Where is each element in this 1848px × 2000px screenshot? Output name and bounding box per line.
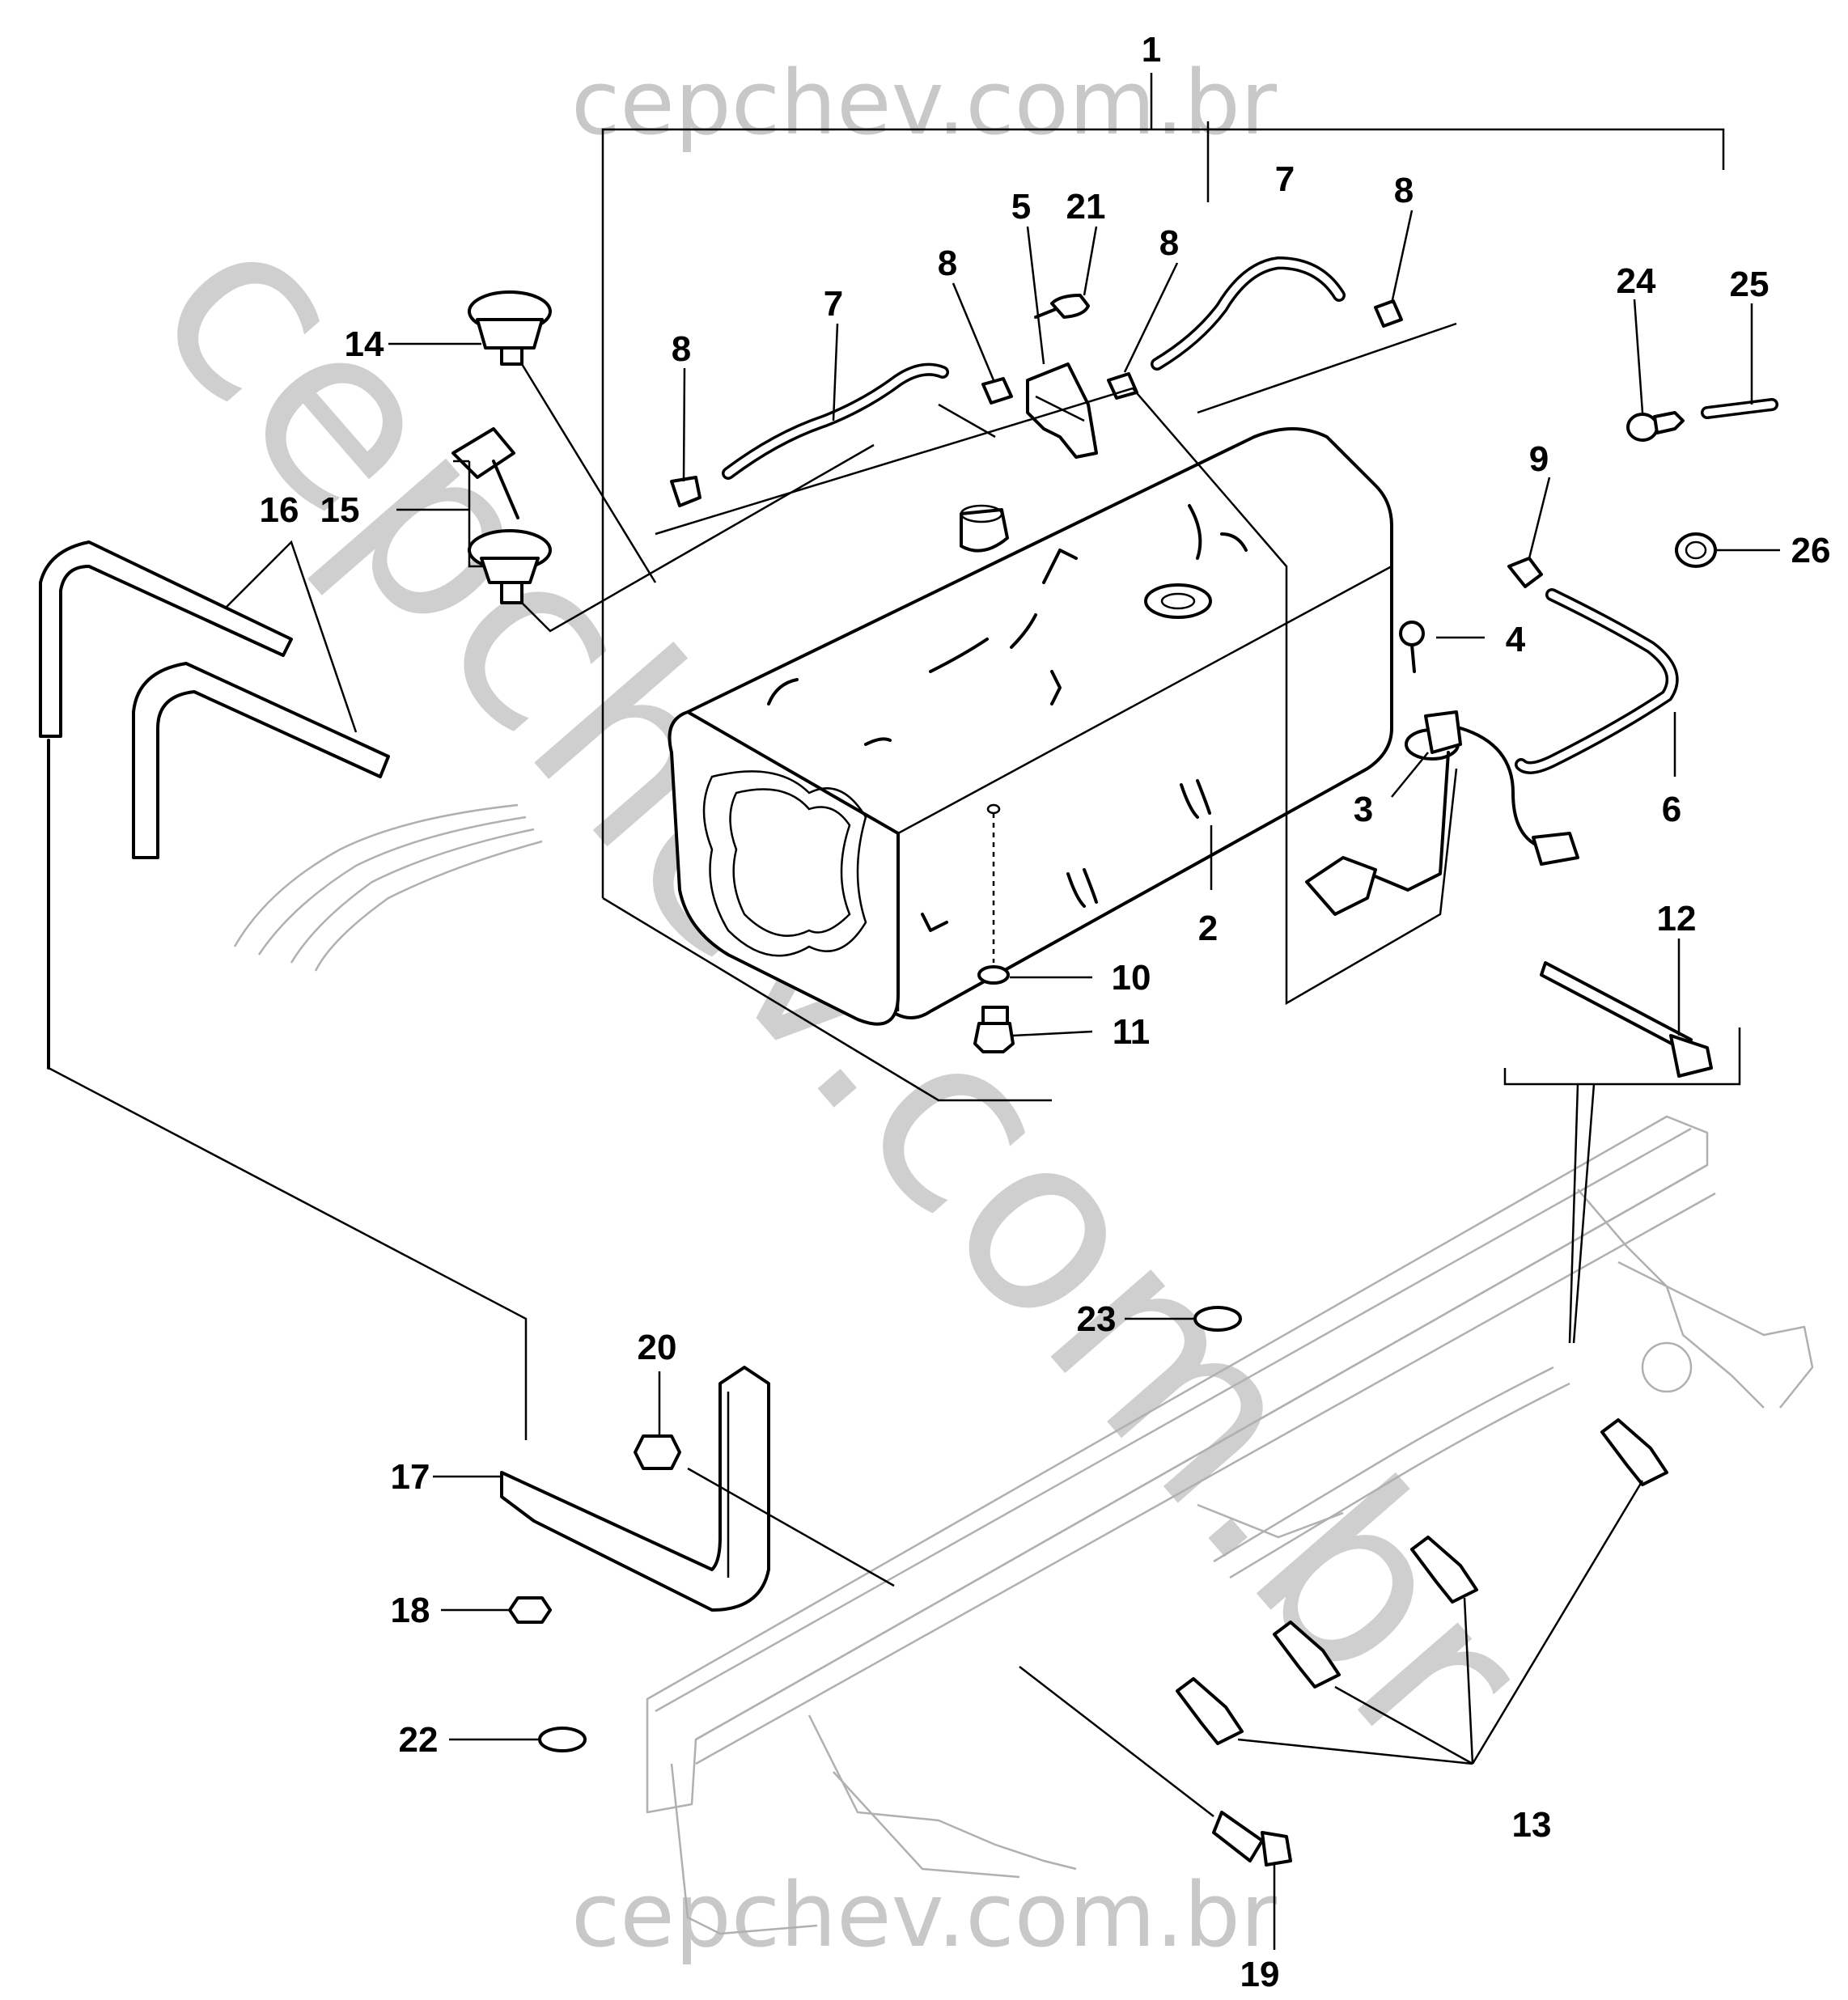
callout-2: 2 xyxy=(1198,909,1218,948)
fuel-tank-icon xyxy=(668,427,1393,1026)
leader-14-tank xyxy=(520,363,657,583)
nut-icon xyxy=(634,1434,681,1470)
hose-clamp-icon xyxy=(670,299,1403,507)
callout-6: 6 xyxy=(1662,790,1681,829)
leader-16 xyxy=(226,540,358,733)
watermark-top: cepchev.com.br xyxy=(571,51,1278,155)
leader-15-tank xyxy=(521,443,875,633)
leader-8-b xyxy=(952,282,995,381)
fuel-cap-icon xyxy=(468,290,552,366)
washer-icon xyxy=(1193,1306,1242,1332)
callout-26: 26 xyxy=(1791,531,1831,570)
leader-strap-bracket xyxy=(48,1066,528,1440)
callout-23: 23 xyxy=(1077,1299,1117,1339)
callout-8-a: 8 xyxy=(672,329,691,369)
bolt-icon xyxy=(1212,1811,1292,1867)
callout-9: 9 xyxy=(1529,439,1549,479)
fuel-hose xyxy=(1515,588,1679,774)
clip-icon xyxy=(1176,1418,1668,1745)
fitting-icon xyxy=(1626,411,1685,442)
callout-3: 3 xyxy=(1354,790,1373,829)
callout-17: 17 xyxy=(391,1457,430,1497)
fuel-sender-icon xyxy=(1305,710,1579,916)
vent-hose-left xyxy=(722,362,949,480)
leader-21 xyxy=(1083,226,1098,296)
callout-19: 19 xyxy=(1240,1955,1280,1994)
leader-11 xyxy=(1012,1030,1093,1037)
tank-support-bracket xyxy=(500,1366,770,1612)
washer-icon xyxy=(538,1727,587,1752)
callout-12: 12 xyxy=(1657,899,1697,939)
leader-8-d xyxy=(1390,210,1414,304)
callout-22: 22 xyxy=(399,1720,439,1760)
washer-icon xyxy=(977,965,1010,985)
callout-16: 16 xyxy=(260,490,299,530)
cable-tie-leaders xyxy=(1568,1083,1596,1344)
callout-14: 14 xyxy=(345,324,384,364)
locking-cap-icon xyxy=(468,529,552,604)
callout-8-d: 8 xyxy=(1394,171,1414,210)
assembly-bracket xyxy=(601,73,1725,1102)
leader-8-c xyxy=(1123,262,1179,373)
callout-11: 11 xyxy=(1113,1012,1151,1052)
nut-icon xyxy=(508,1596,552,1624)
leader-7-left xyxy=(832,323,839,422)
leader-8-a xyxy=(682,367,686,482)
hose-clip-icon xyxy=(1507,557,1543,588)
assembly-guide-lines-2 xyxy=(938,322,1457,439)
callout-18: 18 xyxy=(391,1591,430,1630)
callout-8-b: 8 xyxy=(938,244,957,283)
callout-labels: 1 2 3 4 5 6 7 7 8 8 8 8 9 10 11 12 13 14… xyxy=(260,30,1831,1994)
callout-4: 4 xyxy=(1506,620,1526,659)
watermark-bottom: cepchev.com.br xyxy=(571,1863,1278,1967)
callout-20: 20 xyxy=(638,1328,677,1367)
leader-24 xyxy=(1633,299,1644,413)
cable-tie-bracket xyxy=(1503,1028,1741,1086)
leader-20-frame xyxy=(687,1467,895,1587)
assembly-guide-lines xyxy=(655,387,1458,1006)
callout-8-c: 8 xyxy=(1159,223,1179,263)
fuel-tank-strap xyxy=(39,540,390,1070)
callout-7-left: 7 xyxy=(824,284,843,324)
callout-15: 15 xyxy=(320,490,360,530)
leader-15 xyxy=(396,460,485,568)
callout-25: 25 xyxy=(1730,265,1770,304)
callout-1: 1 xyxy=(1142,30,1161,70)
callout-21: 21 xyxy=(1066,187,1106,227)
vent-hose-right xyxy=(1151,256,1346,371)
cable-tie-icon xyxy=(1540,961,1713,1078)
callout-24: 24 xyxy=(1617,261,1656,301)
clip-leaders xyxy=(1237,1480,1644,1765)
leader-9 xyxy=(1528,477,1551,559)
screw-icon xyxy=(1399,621,1425,673)
callout-13: 13 xyxy=(1512,1805,1552,1845)
fuel-line-ghost xyxy=(233,803,543,972)
leader-19-frame xyxy=(1019,1666,1214,1817)
leader-5 xyxy=(1026,226,1045,365)
leader-3 xyxy=(1391,752,1429,798)
vent-hose-short xyxy=(1701,398,1778,419)
callout-5: 5 xyxy=(1011,187,1031,227)
grommet-icon xyxy=(1675,532,1717,568)
callout-7-right: 7 xyxy=(1275,159,1295,199)
drain-plug-icon xyxy=(973,1006,1015,1053)
screw-icon xyxy=(1034,294,1090,319)
callout-10: 10 xyxy=(1112,958,1151,998)
chassis-frame-icon xyxy=(646,1115,1814,1935)
